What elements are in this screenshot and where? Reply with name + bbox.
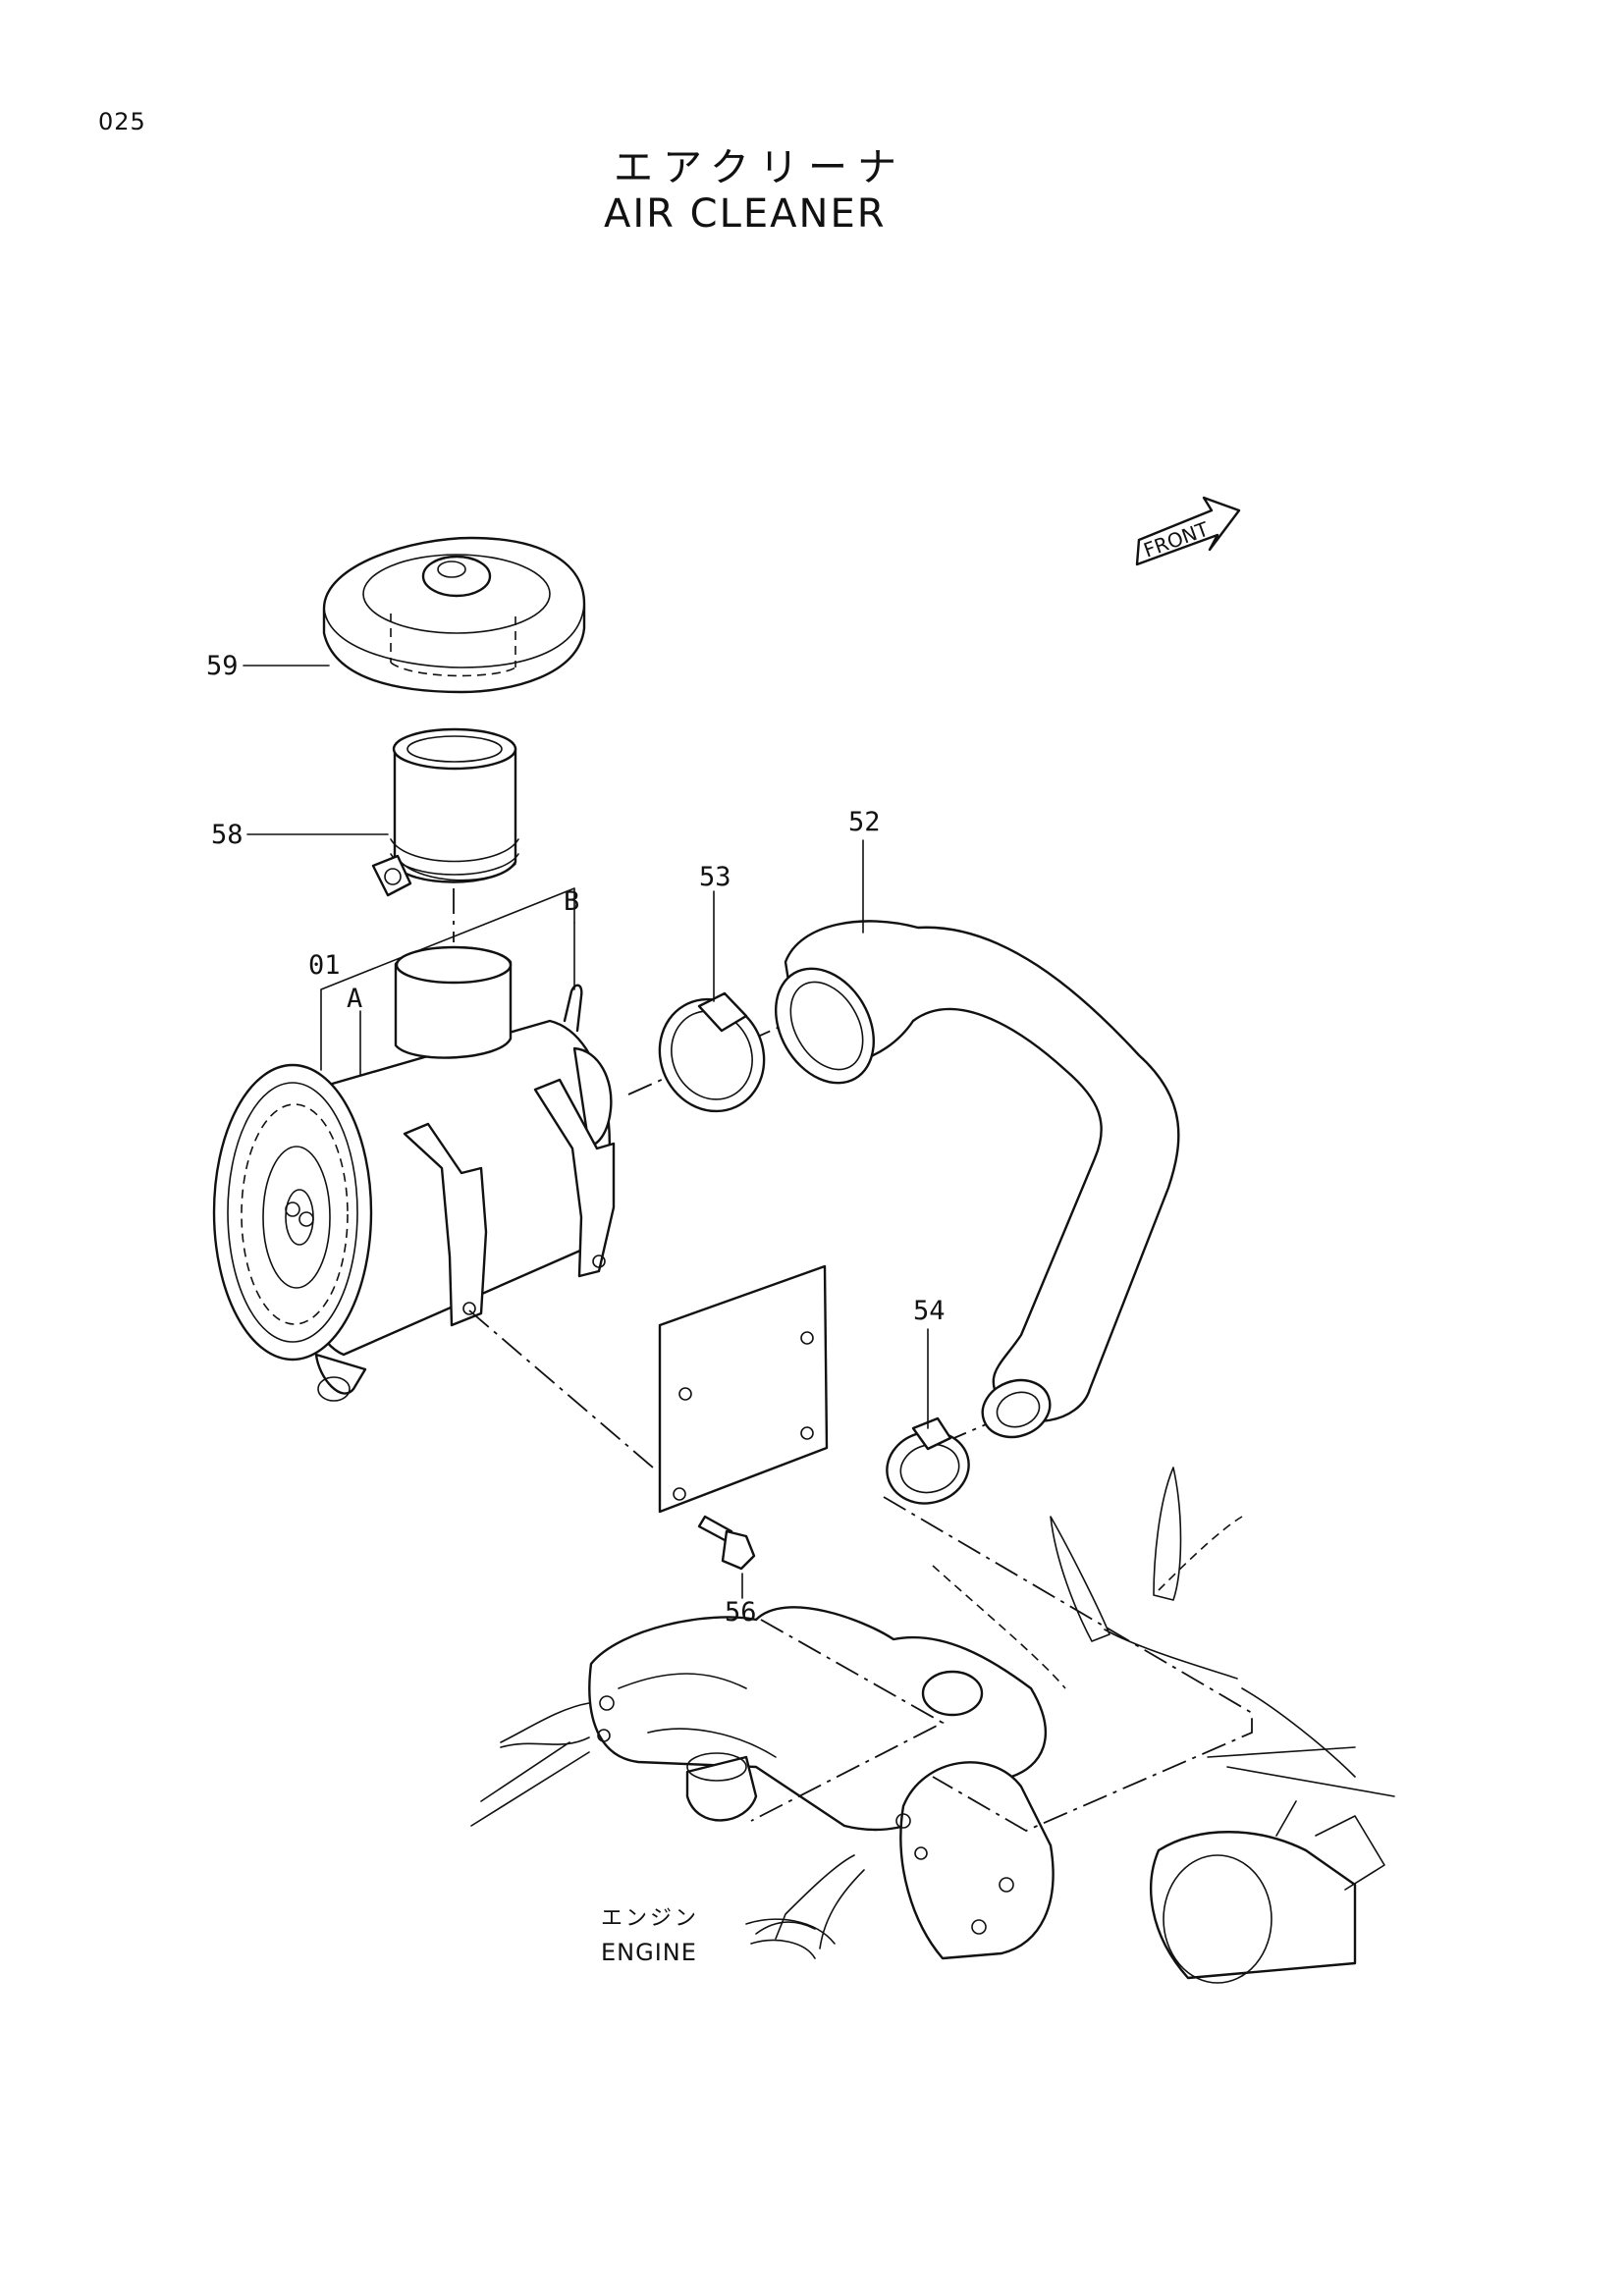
engine-drawing	[470, 1467, 1395, 1984]
callout-59: 59	[206, 651, 239, 681]
bolt-drawing	[697, 1515, 756, 1571]
mounting-plate-drawing	[658, 1264, 829, 1514]
hose-clamp-54-drawing	[886, 1416, 970, 1505]
callout-56: 56	[725, 1597, 757, 1628]
engine-mount-zone-outline-lower	[750, 1619, 945, 1822]
intake-tube-drawing	[371, 727, 519, 897]
callout-58: 58	[211, 820, 244, 850]
cover-cap-drawing	[322, 536, 586, 694]
callout-A: A	[347, 984, 363, 1014]
air-cleaner-body-drawing	[212, 945, 616, 1402]
callout-52: 52	[848, 807, 881, 837]
engine-label-english: ENGINE	[601, 1939, 697, 1966]
air-hose-drawing	[775, 920, 1180, 1439]
callout-B: B	[564, 886, 580, 917]
assembly-bracket-lines	[320, 887, 575, 1076]
page-title-japanese: エアクリーナ	[614, 145, 906, 190]
engine-mount-zone-outline	[883, 1496, 1253, 1833]
centerline-plate	[468, 1309, 654, 1468]
page-title-english: AIR CLEANER	[604, 191, 887, 237]
front-arrow-icon: FRONT	[1135, 496, 1241, 566]
engine-label-japanese: エンジン	[601, 1906, 700, 1931]
page-number: 025	[98, 108, 146, 135]
callout-53: 53	[699, 862, 731, 892]
leader-engine	[755, 1921, 816, 1935]
callout-01: 01	[308, 950, 341, 981]
callout-54: 54	[913, 1296, 946, 1326]
hose-clamp-53-drawing	[658, 991, 766, 1113]
